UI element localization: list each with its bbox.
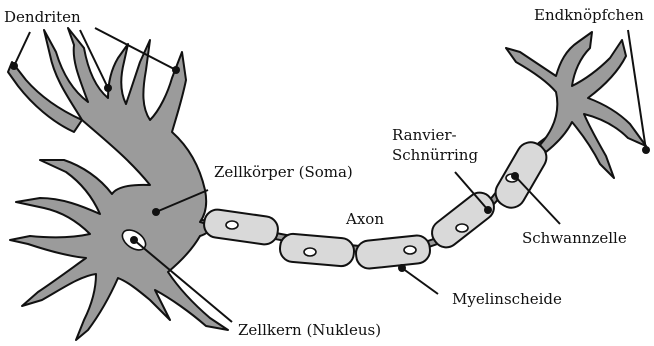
sheath-3-nucleus <box>404 246 416 254</box>
soma-with-dendrites <box>10 28 228 340</box>
dot-dendrite-3 <box>172 66 180 74</box>
label-axon: Axon <box>345 210 384 228</box>
myelin-segments <box>202 137 551 270</box>
label-dendrites: Dendriten <box>4 8 81 26</box>
dot-nucleus <box>130 236 138 244</box>
sheath-2 <box>279 233 355 267</box>
leader-dendrite-1 <box>14 32 30 66</box>
dot-dendrite-2 <box>104 84 112 92</box>
label-node-1: Ranvier- <box>392 126 457 144</box>
label-terminals: Endknöpfchen <box>534 6 644 24</box>
sheath-1 <box>202 208 279 246</box>
dot-soma <box>152 208 160 216</box>
label-myelin: Myelinscheide <box>452 290 562 308</box>
label-soma: Zellkörper (Soma) <box>214 163 353 181</box>
label-schwann: Schwannzelle <box>522 229 627 247</box>
sheath-2-nucleus <box>304 248 316 256</box>
dot-node <box>484 206 492 214</box>
dot-terminals <box>642 146 650 154</box>
sheath-4 <box>427 187 499 252</box>
dot-dendrite-1 <box>10 62 18 70</box>
dot-schwann <box>511 172 519 180</box>
label-nucleus: Zellkern (Nukleus) <box>238 321 381 339</box>
sheath-3 <box>355 234 432 270</box>
leader-dendrite-3 <box>95 28 176 70</box>
leader-myelin <box>402 268 438 294</box>
sheath-4-nucleus <box>456 224 468 232</box>
sheath-1-nucleus <box>226 221 238 229</box>
dot-myelin <box>398 264 406 272</box>
label-node-2: Schnürring <box>392 146 478 164</box>
